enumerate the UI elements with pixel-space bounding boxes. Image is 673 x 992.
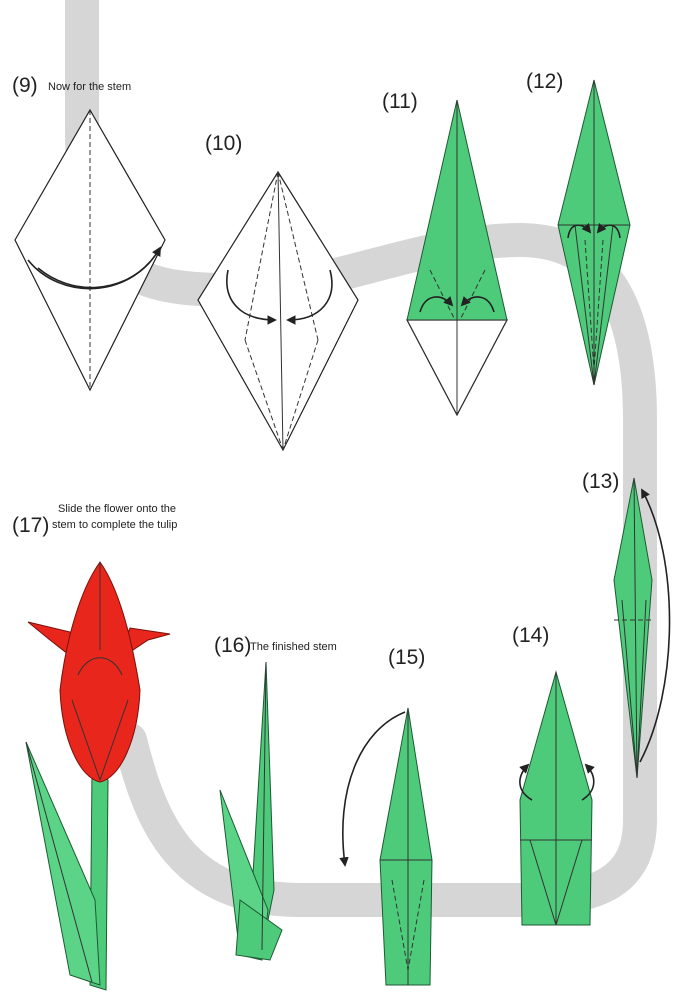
step-9-caption: Now for the stem — [48, 81, 131, 93]
step-11-number: (11) — [382, 90, 418, 113]
step-16-caption: The finished stem — [250, 641, 337, 653]
step-15-number: (15) — [388, 646, 425, 669]
step-17-number: (17) — [12, 514, 49, 537]
step-14-number: (14) — [512, 624, 549, 647]
step-16-number: (16) — [214, 634, 251, 657]
step-17-caption-line2: stem to complete the tulip — [52, 519, 177, 531]
step-10-kite-paper — [198, 172, 358, 450]
step-13-number: (13) — [582, 470, 619, 493]
step-9-number: (9) — [12, 74, 38, 97]
step-10-number: (10) — [205, 132, 242, 155]
step-14: (14) — [512, 624, 594, 925]
step-17-leaf — [26, 742, 100, 985]
step-15: (15) — [343, 646, 432, 985]
step-17-caption-line1: Slide the flower onto the — [58, 503, 176, 515]
step-17: (17) Slide the flower onto the stem to c… — [12, 503, 177, 990]
step-15-green-stem — [380, 708, 432, 985]
step-9: (9) Now for the stem — [12, 74, 165, 390]
step-10: (10) — [198, 132, 358, 450]
step-12-number: (12) — [526, 70, 563, 93]
